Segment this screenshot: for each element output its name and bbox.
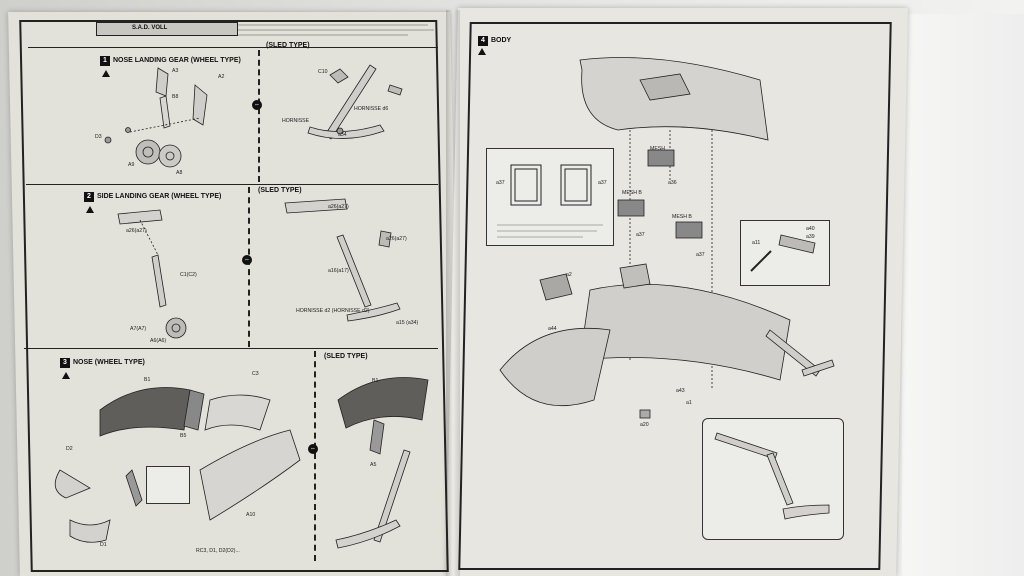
side-gear-drawing [117,209,187,339]
alt-type-icon: ⇔ [252,100,262,110]
mesh-detail-box [486,148,614,246]
step3-divider [24,348,438,349]
step1-split [258,50,260,182]
alt-type-icon: ⇔ [242,255,252,265]
tool-drawing [750,234,816,272]
alt-type-icon: ⇔ [308,444,318,454]
step3-alt-title: (SLED TYPE) [324,353,368,360]
spine-fold [446,10,460,576]
nose-sled-wheel-drawing [335,377,429,549]
notes-lines [238,24,434,36]
header-band [96,22,238,36]
sled-detail-box [702,418,844,540]
step3-split [314,351,316,561]
step1-alt-title: (SLED TYPE) [266,42,310,49]
step2-split [248,187,250,347]
notes-block [238,22,438,42]
step2-alt-title: (SLED TYPE) [258,187,302,194]
step2-divider [26,184,438,185]
caution-icon [478,48,486,55]
sled-drawing [714,432,830,520]
nose-sled-drawing [307,64,403,140]
header-code: S.A.D. VOLL [132,25,168,31]
note-box [146,466,190,504]
caution-icon [62,372,70,379]
step1-divider [28,47,438,48]
body-exploded-drawing [499,57,835,419]
mesh-frames [497,164,603,238]
caution-icon [86,206,94,213]
nose-gear-drawing [104,67,208,168]
tool-detail-box [740,220,830,286]
side-sled-drawing [284,198,401,322]
nose-wheel-drawing [54,387,301,543]
caution-icon [102,70,110,77]
